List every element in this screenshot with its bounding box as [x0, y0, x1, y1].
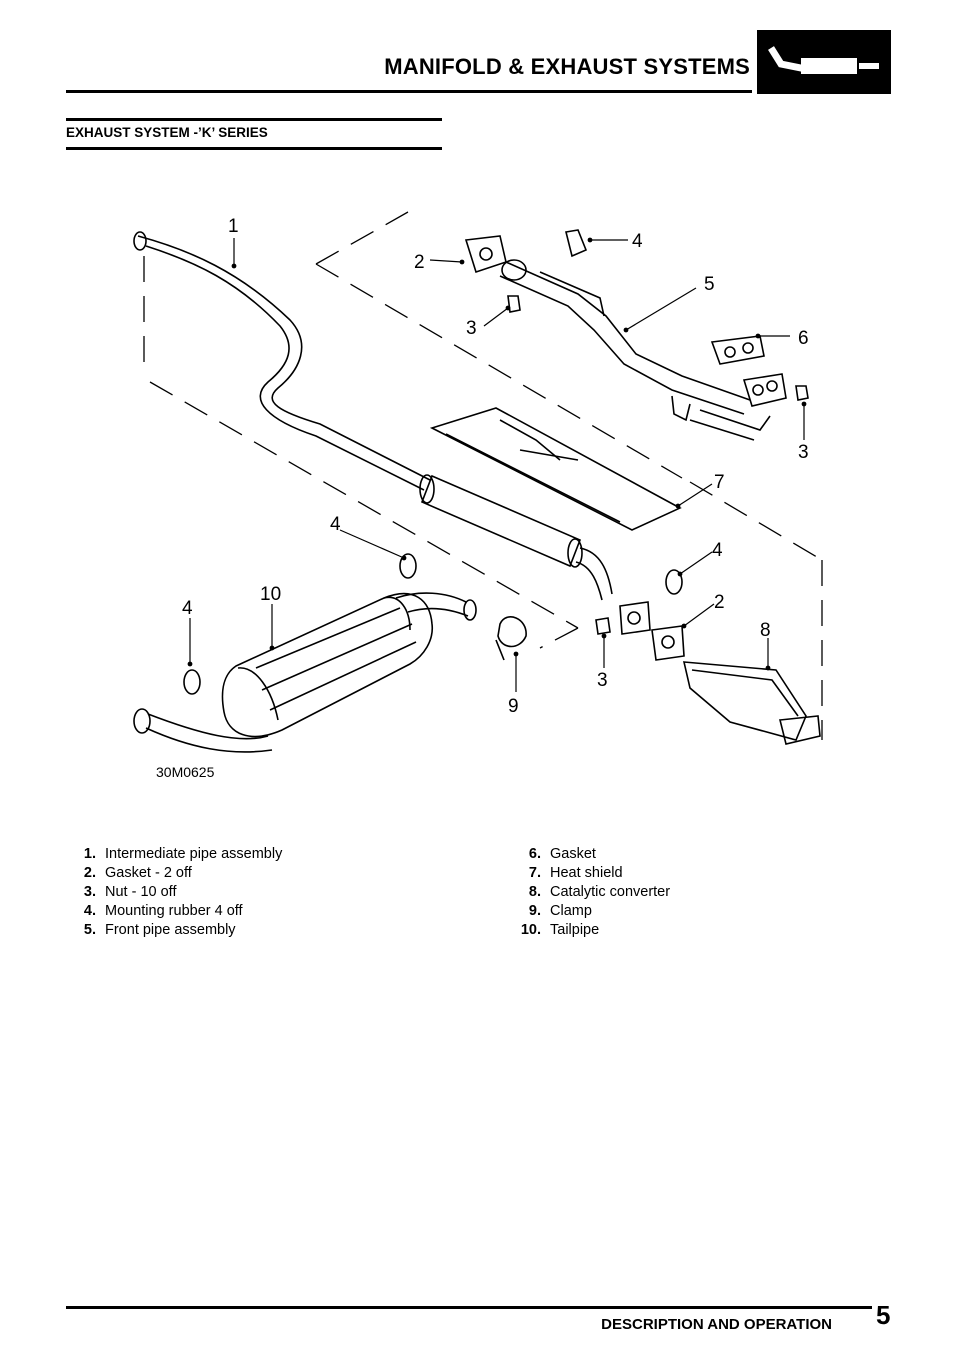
- exhaust-section-icon: [757, 30, 891, 94]
- legend-item-text: Clamp: [550, 903, 592, 919]
- figure-reference: 30M0625: [156, 764, 215, 780]
- legend-item: 10. Tailpipe: [505, 921, 905, 940]
- legend-item-text: Gasket - 2 off: [105, 865, 192, 881]
- legend-item-number: 5.: [83, 922, 96, 938]
- legend-item-number: 10.: [520, 922, 541, 938]
- legend-item: 6. Gasket: [505, 845, 905, 864]
- legend-item: 3. Nut - 10 off: [60, 883, 460, 902]
- callout-7: 7: [714, 472, 725, 493]
- footer-section-title: DESCRIPTION AND OPERATION: [601, 1316, 832, 1333]
- legend-item: 1. Intermediate pipe assembly: [60, 845, 460, 864]
- legend-item-number: 9.: [528, 903, 541, 919]
- section-rule-bottom: [66, 147, 442, 150]
- legend-item-text: Front pipe assembly: [105, 922, 236, 938]
- legend-item: 2. Gasket - 2 off: [60, 864, 460, 883]
- page-header-title: MANIFOLD & EXHAUST SYSTEMS: [384, 54, 750, 79]
- callout-6: 6: [798, 328, 809, 349]
- legend-item-text: Tailpipe: [550, 922, 600, 938]
- callout-4-right: 4: [712, 540, 723, 561]
- callout-3-top: 3: [466, 318, 477, 339]
- legend-item: 4. Mounting rubber 4 off: [60, 902, 460, 921]
- section-rule-top: [66, 118, 442, 121]
- callout-1: 1: [228, 216, 239, 237]
- header-rule: [66, 90, 752, 93]
- legend-item-text: Heat shield: [550, 865, 623, 881]
- legend-item: 9. Clamp: [505, 902, 905, 921]
- callout-4-left: 4: [182, 598, 193, 619]
- legend-item: 7. Heat shield: [505, 864, 905, 883]
- callout-3-right: 3: [798, 442, 809, 463]
- callout-2-bottom: 2: [714, 592, 725, 613]
- legend-item-number: 8.: [528, 884, 541, 900]
- legend-item-text: Mounting rubber 4 off: [105, 903, 243, 919]
- legend-item-text: Gasket: [550, 846, 596, 862]
- page-number: 5: [876, 1300, 891, 1330]
- parts-legend-right: 6. Gasket 7. Heat shield 8. Catalytic conve…: [505, 845, 905, 940]
- section-title: EXHAUST SYSTEM -’K’ SERIES: [66, 125, 268, 140]
- legend-item-text: Catalytic converter: [550, 884, 671, 900]
- callout-3-bottom: 3: [597, 670, 608, 691]
- legend-item-number: 7.: [528, 865, 541, 881]
- parts-legend-left: 1. Intermediate pipe assembly 2. Gasket - …: [60, 845, 460, 940]
- legend-item-number: 1.: [83, 846, 96, 862]
- legend-item-number: 4.: [83, 903, 96, 919]
- legend-item: 8. Catalytic converter: [505, 883, 905, 902]
- legend-item-text: Intermediate pipe assembly: [105, 846, 283, 862]
- legend-item-number: 2.: [83, 865, 96, 881]
- footer-rule: [66, 1306, 872, 1309]
- callout-4-mid: 4: [330, 514, 341, 535]
- callout-4-top: 4: [632, 231, 643, 252]
- exhaust-system-diagram: 1 2 3 4 5 6 3 7 4 4 2 8 10 4 3 9 30M0625: [110, 180, 840, 800]
- legend-item-number: 3.: [83, 884, 96, 900]
- legend-item-number: 6.: [528, 846, 541, 862]
- legend-item-text: Nut - 10 off: [105, 884, 177, 900]
- callout-9: 9: [508, 696, 519, 717]
- callout-2-top: 2: [414, 252, 425, 273]
- legend-item: 5. Front pipe assembly: [60, 921, 460, 940]
- callout-8: 8: [760, 620, 771, 641]
- callout-5: 5: [704, 274, 715, 295]
- callout-10: 10: [260, 584, 281, 605]
